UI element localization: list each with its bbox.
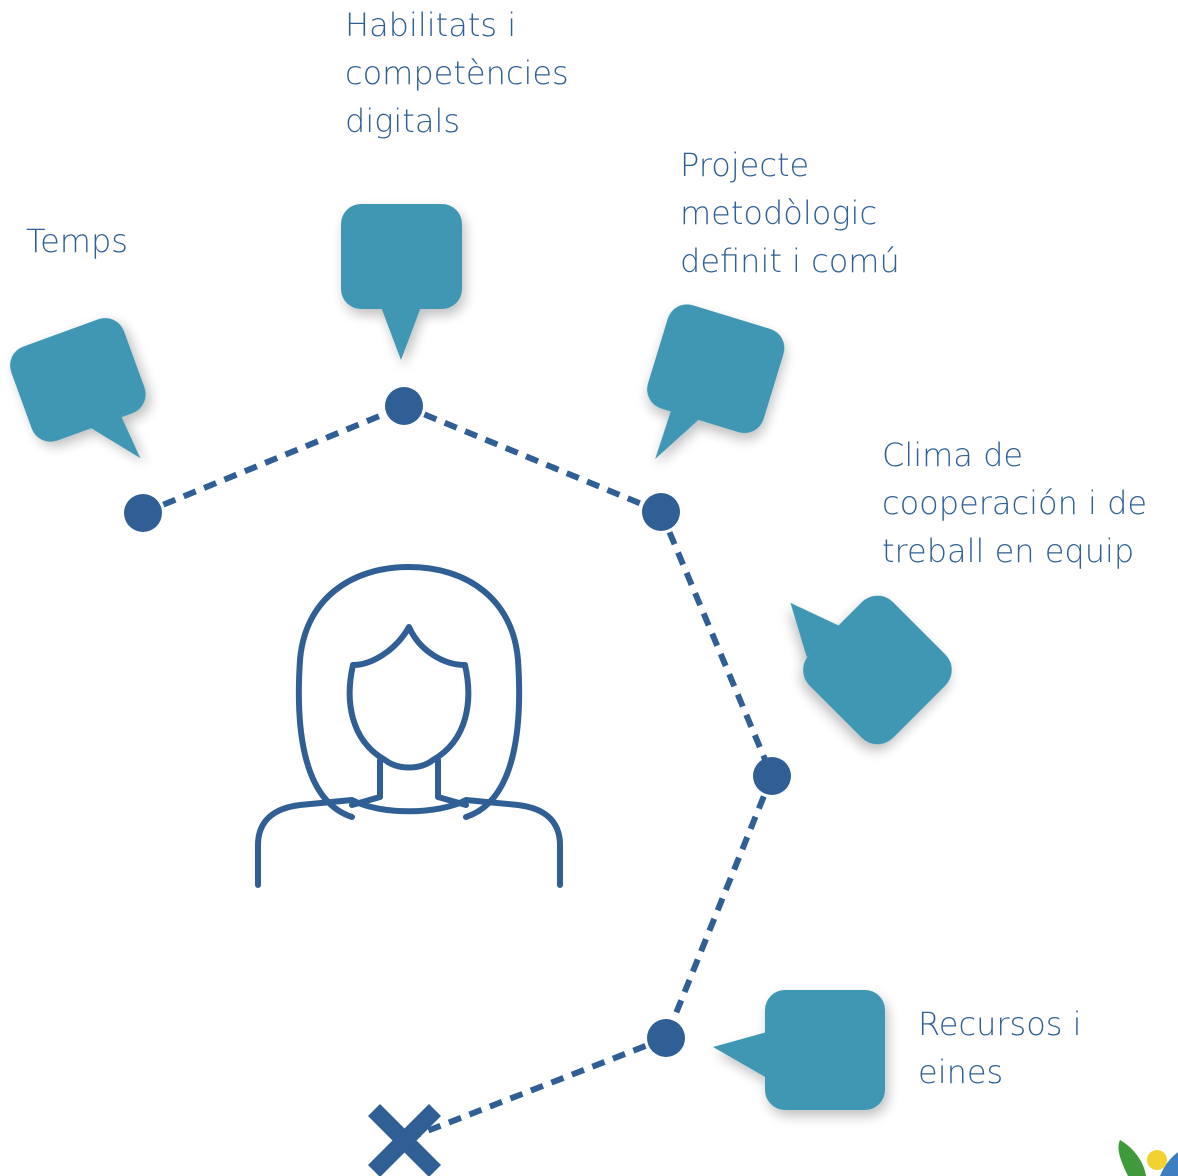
- dashed-path: [141, 403, 775, 1143]
- label-line: digitals: [345, 102, 461, 140]
- speech-bubble-icon: [713, 990, 885, 1110]
- label-line: Projecte: [680, 146, 810, 184]
- label-line: Recursos i: [918, 1005, 1082, 1043]
- path-segment: [663, 774, 775, 1040]
- label-line: eines: [918, 1053, 1004, 1091]
- label-line: definit i comú: [680, 242, 900, 280]
- logo-leaf-icon: [1118, 1140, 1178, 1176]
- label-line: metodòlogic: [680, 194, 878, 232]
- path-node: [753, 757, 791, 795]
- path-segment: [402, 403, 663, 515]
- speech-bubble-icon: [790, 595, 952, 745]
- path-segment: [141, 403, 406, 516]
- label-line: treball en equip: [882, 532, 1135, 570]
- label-recursos: Recursos i eines: [918, 1000, 1082, 1096]
- path-node: [124, 494, 162, 532]
- label-clima: Clima de cooperación i de treball en equ…: [882, 431, 1147, 575]
- label-line: Clima de: [882, 436, 1024, 474]
- label-projecte: Projecte metodòlogic definit i comú: [680, 141, 900, 285]
- path-segment: [658, 510, 775, 778]
- x-mark-icon: [367, 1103, 442, 1176]
- label-line: Temps: [26, 222, 128, 260]
- speech-bubble-icon: [647, 304, 785, 459]
- woman-person-icon: [255, 564, 563, 888]
- label-line: cooperación i de: [882, 484, 1148, 522]
- speech-bubble-icon: [341, 204, 462, 360]
- path-node: [385, 387, 423, 425]
- label-line: competències: [345, 54, 569, 92]
- path-node: [642, 493, 680, 531]
- speech-bubble-icon: [10, 318, 146, 459]
- path-node: [647, 1019, 685, 1057]
- label-line: Habilitats i: [345, 6, 517, 44]
- label-habilitats: Habilitats i competències digitals: [345, 1, 569, 145]
- label-temps: Temps: [26, 217, 128, 265]
- path-segment: [402, 1035, 668, 1143]
